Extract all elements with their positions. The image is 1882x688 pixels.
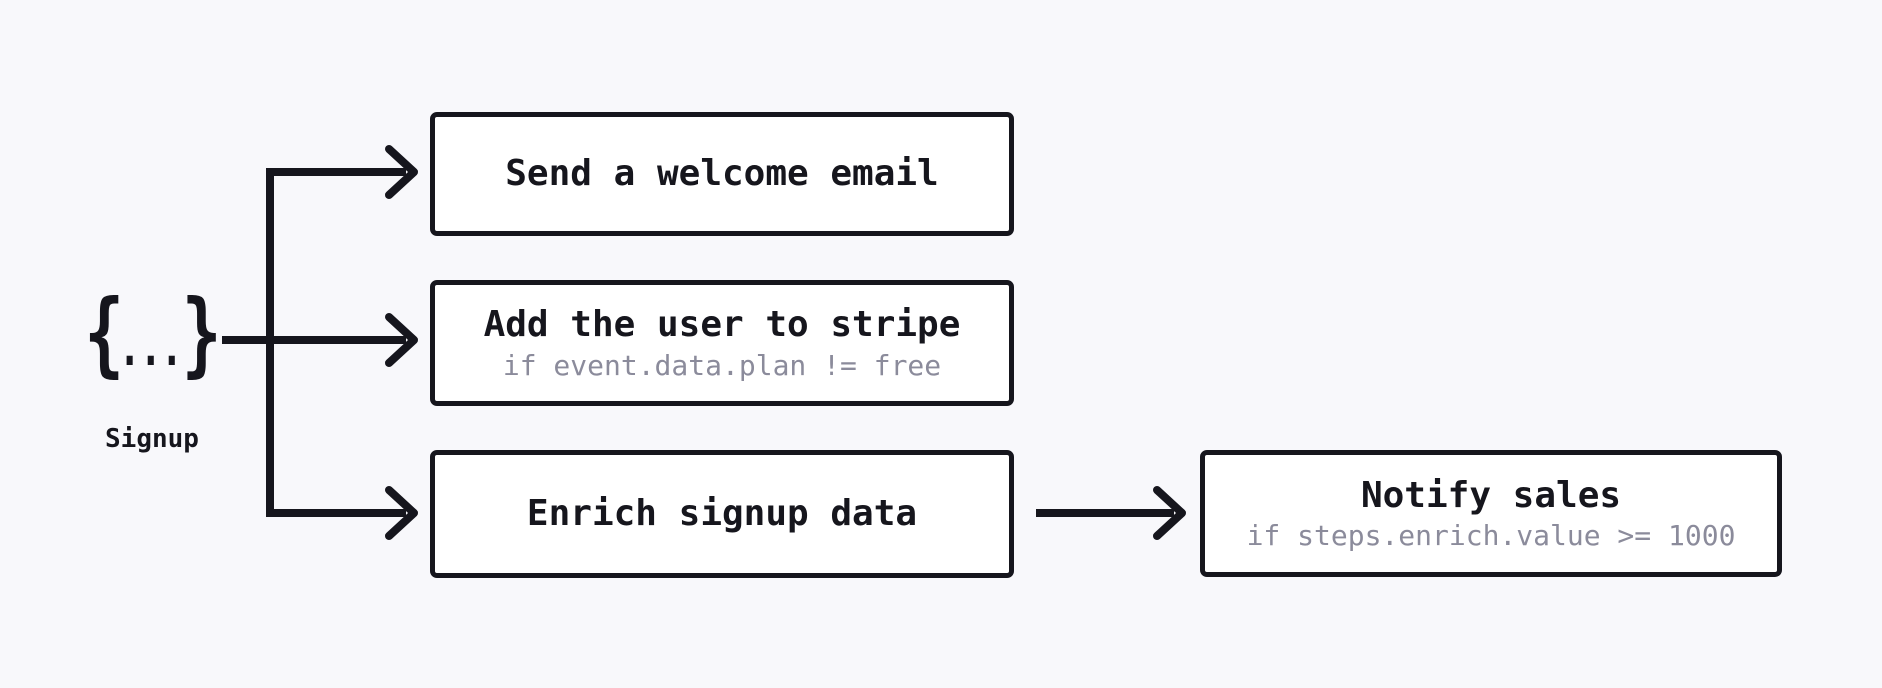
arrowhead-to-enrich xyxy=(385,486,418,540)
step-node-send-welcome-email[interactable]: Send a welcome email xyxy=(430,112,1014,236)
step-node-notify-sales[interactable]: Notify sales if steps.enrich.value >= 10… xyxy=(1200,450,1782,577)
ellipsis-dots-glyph: ... xyxy=(118,318,183,378)
arrowhead-to-stripe xyxy=(385,313,418,367)
close-brace-glyph: } xyxy=(181,280,222,387)
step-condition: if steps.enrich.value >= 1000 xyxy=(1246,519,1736,553)
edge-trigger-branch-line xyxy=(266,168,406,517)
step-condition: if event.data.plan != free xyxy=(502,348,942,382)
trigger-node[interactable]: {...} xyxy=(50,288,250,380)
step-title: Add the user to stripe xyxy=(483,304,961,346)
step-title: Notify sales xyxy=(1360,474,1622,516)
step-node-add-user-to-stripe[interactable]: Add the user to stripe if event.data.pla… xyxy=(430,280,1014,406)
arrowhead-to-welcome xyxy=(385,145,418,199)
step-title: Enrich signup data xyxy=(526,493,918,535)
step-title: Send a welcome email xyxy=(505,153,939,195)
step-node-enrich-signup-data[interactable]: Enrich signup data xyxy=(430,450,1014,578)
trigger-label: Signup xyxy=(105,424,199,454)
json-event-braces-icon: {...} xyxy=(78,288,222,380)
arrowhead-to-notify xyxy=(1153,486,1186,540)
open-brace-glyph: { xyxy=(84,280,124,387)
